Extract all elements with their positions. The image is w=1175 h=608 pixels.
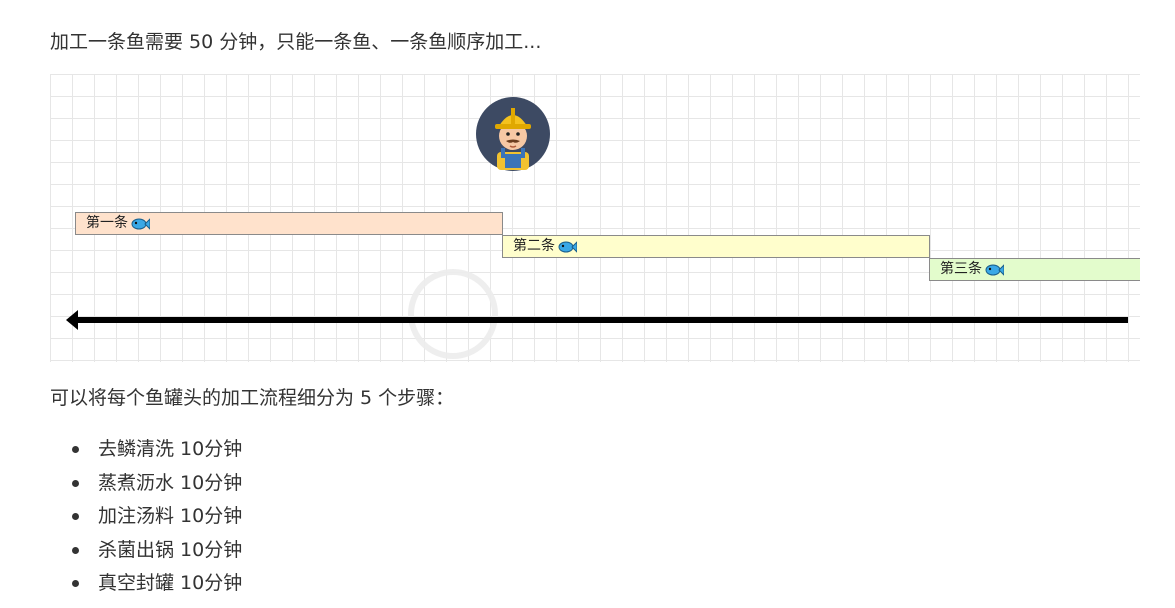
fish-icon <box>984 263 1005 277</box>
watermark-logo <box>408 269 498 359</box>
worker-avatar-icon <box>475 96 551 172</box>
bullet-icon <box>72 446 79 453</box>
bullet-icon <box>72 479 79 487</box>
timeline-bar-fish-2: 第二条 <box>502 235 930 258</box>
bar-label: 第三条 <box>940 261 982 277</box>
list-item: 真空封罐 10分钟 <box>50 567 242 601</box>
bullet-icon <box>72 546 79 554</box>
bullet-icon <box>72 513 79 520</box>
list-item: 加注汤料 10分钟 <box>50 500 242 534</box>
sequential-processing-diagram: 第一条 第二条 第三条 <box>50 74 1140 362</box>
bullet-icon <box>72 580 79 587</box>
intro-paragraph: 加工一条鱼需要 50 分钟，只能一条鱼、一条鱼顺序加工... <box>50 31 542 53</box>
fish-icon <box>130 217 151 231</box>
timeline-bar-fish-1: 第一条 <box>75 212 503 235</box>
timeline-bar-fish-3: 第三条 <box>929 258 1140 281</box>
list-item: 去鳞清洗 10分钟 <box>50 433 242 467</box>
steps-list: 去鳞清洗 10分钟 蒸煮沥水 10分钟 加注汤料 10分钟 杀菌出锅 10分钟 … <box>50 433 242 601</box>
bar-label: 第一条 <box>86 215 128 231</box>
list-item: 杀菌出锅 10分钟 <box>50 534 242 568</box>
bar-label: 第二条 <box>513 238 555 254</box>
steps-intro-paragraph: 可以将每个鱼罐头的加工流程细分为 5 个步骤： <box>50 387 455 409</box>
step-text: 杀菌出锅 10分钟 <box>98 538 243 561</box>
step-text: 真空封罐 10分钟 <box>98 572 243 594</box>
step-text: 蒸煮沥水 10分钟 <box>98 471 243 494</box>
step-text: 去鳞清洗 10分钟 <box>98 438 243 460</box>
list-item: 蒸煮沥水 10分钟 <box>50 467 242 501</box>
fish-icon <box>557 240 578 254</box>
left-arrow-icon <box>64 306 1130 334</box>
step-text: 加注汤料 10分钟 <box>98 505 243 527</box>
